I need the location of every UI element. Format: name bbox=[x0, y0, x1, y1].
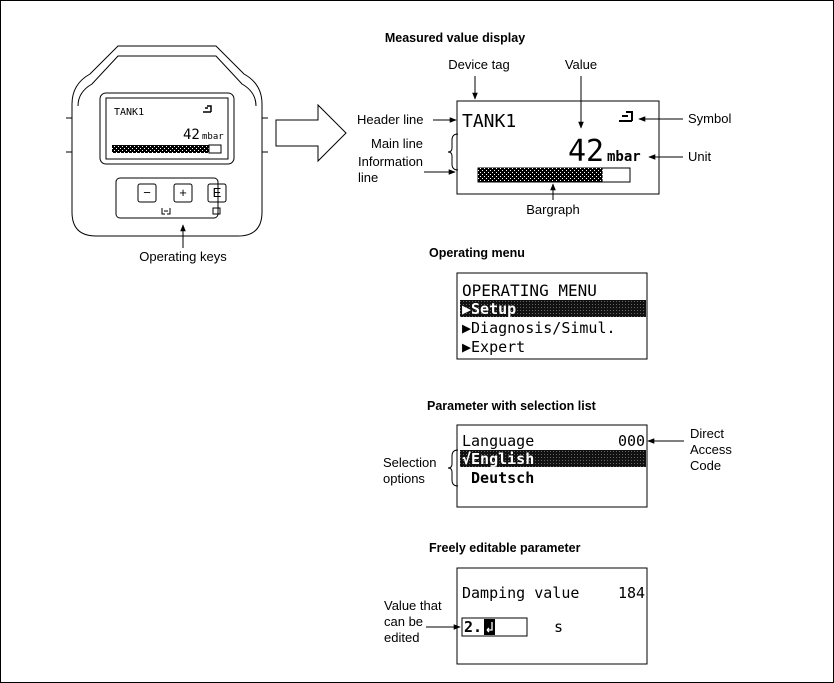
zoom-arrow-icon bbox=[275, 103, 347, 163]
svg-text:edited: edited bbox=[384, 630, 419, 645]
minus-key[interactable]: − bbox=[137, 183, 157, 203]
editable-param-name: Damping value bbox=[462, 584, 579, 602]
bargraph-label: Bargraph bbox=[526, 202, 579, 217]
measured-lcd: TANK1 42 mbar bbox=[456, 100, 660, 195]
unit-label: Unit bbox=[688, 149, 712, 164]
information-line-label: Information bbox=[358, 154, 423, 169]
measured-lcd-tag: TANK1 bbox=[462, 111, 516, 132]
plus-key[interactable]: + bbox=[173, 183, 193, 203]
device-lcd-value: 42 bbox=[183, 127, 200, 143]
main-line-label: Main line bbox=[371, 136, 423, 151]
operating-menu-header: OPERATING MENU bbox=[462, 281, 597, 300]
svg-text:E: E bbox=[213, 185, 222, 200]
operating-menu-lcd: OPERATING MENU ▶Setup ▶Diagnosis/Simul. … bbox=[456, 272, 648, 360]
device-housing bbox=[66, 45, 268, 237]
device-lcd: TANK1 42 mbar bbox=[99, 92, 235, 165]
direct-access-code-label: Direct bbox=[690, 426, 724, 441]
editable-param-title: Freely editable parameter bbox=[429, 541, 581, 555]
svg-text:−: − bbox=[143, 185, 151, 200]
svg-text:Access: Access bbox=[690, 442, 732, 457]
svg-text:can be: can be bbox=[384, 614, 423, 629]
value-label: Value bbox=[565, 57, 597, 72]
selection-direct-code: 000 bbox=[618, 432, 645, 450]
menu-item-expert[interactable]: ▶Expert bbox=[462, 338, 525, 356]
enter-key[interactable]: E bbox=[207, 183, 227, 203]
editable-param-code: 184 bbox=[618, 584, 645, 602]
symbol-label: Symbol bbox=[688, 111, 731, 126]
enter-return-icon bbox=[212, 207, 221, 215]
editable-value-label: Value that bbox=[384, 598, 442, 613]
option-english[interactable]: √English bbox=[462, 450, 534, 468]
editable-value: 2. bbox=[464, 618, 482, 636]
editable-param-unit: s bbox=[554, 618, 563, 636]
escape-combo-icon bbox=[161, 208, 171, 215]
measured-lcd-symbol-icon bbox=[619, 111, 633, 122]
option-deutsch[interactable]: Deutsch bbox=[462, 469, 534, 487]
device-lcd-unit: mbar bbox=[202, 132, 224, 142]
selection-options-label: Selection bbox=[383, 455, 436, 470]
measured-display-title: Measured value display bbox=[385, 31, 525, 45]
device-keypad: − + E bbox=[115, 177, 227, 219]
measured-lcd-value: 42 bbox=[568, 134, 604, 169]
damping-value-input[interactable]: 2. bbox=[461, 617, 528, 637]
measured-lcd-bargraph bbox=[478, 168, 603, 182]
menu-item-setup[interactable]: ▶Setup bbox=[462, 300, 516, 318]
svg-text:Code: Code bbox=[690, 458, 721, 473]
menu-item-diagnosis[interactable]: ▶Diagnosis/Simul. bbox=[462, 319, 616, 337]
header-line-label: Header line bbox=[357, 112, 424, 127]
svg-text:options: options bbox=[383, 471, 425, 486]
selection-highlight bbox=[460, 450, 646, 467]
device-tag-label: Device tag bbox=[448, 57, 509, 72]
measured-lcd-unit: mbar bbox=[607, 149, 641, 165]
menu-item-highlight bbox=[460, 300, 646, 317]
device-lcd-bargraph bbox=[112, 145, 209, 153]
device-lcd-tag: TANK1 bbox=[114, 107, 144, 118]
operating-menu-title: Operating menu bbox=[429, 246, 525, 260]
editable-param-lcd: Damping value 184 2. s bbox=[456, 567, 648, 665]
selection-list-lcd: Language 000 √English Deutsch bbox=[456, 424, 648, 508]
selection-list-title: Parameter with selection list bbox=[427, 399, 597, 413]
selection-param-name: Language bbox=[462, 432, 534, 450]
cursor-enter-icon bbox=[484, 619, 495, 635]
svg-text:line: line bbox=[358, 170, 378, 185]
device-lcd-symbol-icon bbox=[203, 105, 212, 113]
operating-keys-caption: Operating keys bbox=[139, 249, 227, 264]
svg-text:+: + bbox=[179, 185, 187, 200]
